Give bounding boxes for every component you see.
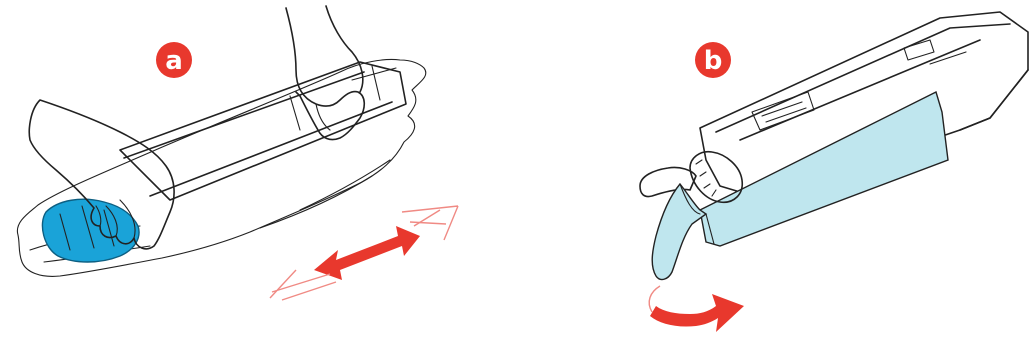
cartridge-b-hatch-lines — [762, 102, 806, 122]
cartridge-b-end-cap — [960, 70, 1028, 130]
blue-cartridge-end — [42, 199, 139, 262]
cartridge-detail-1 — [290, 96, 300, 130]
step-a-panel: a — [17, 6, 458, 300]
step-a-badge: a — [156, 42, 192, 78]
cartridge-b-slot-1 — [904, 40, 934, 60]
motion-echo-lower — [270, 270, 336, 300]
pull-arrow — [650, 294, 744, 332]
cartridge-bottom-edge — [150, 102, 392, 196]
peeled-tape-strip — [652, 184, 706, 279]
step-b-badge: b — [695, 42, 731, 78]
step-b-label: b — [704, 46, 723, 76]
cartridge-top-edge — [124, 72, 364, 158]
cartridge-b-ridge — [716, 24, 1010, 132]
cartridge-detail-2 — [372, 66, 380, 100]
step-a-label: a — [165, 46, 183, 76]
cartridge-handle — [640, 167, 696, 196]
step-b-panel: b — [640, 12, 1028, 332]
bag-crease-3 — [300, 160, 390, 210]
right-hand — [286, 6, 364, 140]
shake-arrow — [314, 226, 420, 280]
drum-gear-teeth — [696, 160, 716, 196]
